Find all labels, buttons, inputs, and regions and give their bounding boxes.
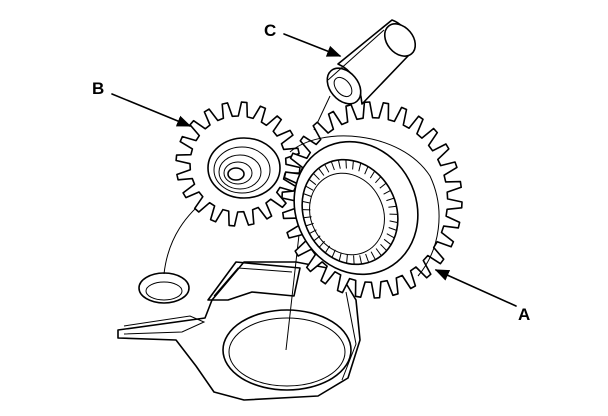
gear-a (281, 101, 463, 299)
drum-spline (338, 252, 342, 262)
drum-spline (345, 159, 347, 169)
drum-spline (383, 189, 391, 195)
callout-a: A (434, 269, 530, 324)
drum-spline (346, 254, 348, 264)
callout-c: C (264, 21, 342, 57)
drum-spline (383, 238, 392, 246)
drum-spline (312, 172, 320, 181)
case-large-bore (222, 309, 352, 391)
callout-label-a: A (518, 305, 530, 324)
callout-label-c: C (264, 21, 276, 40)
drum-spline (303, 193, 312, 197)
drum-spline (389, 220, 398, 224)
callout-label-b: B (92, 79, 104, 98)
callout-b: B (92, 79, 192, 127)
drum-spline (365, 253, 370, 263)
drum-spline (358, 162, 362, 172)
drum-spline (386, 197, 395, 202)
drum-spline (318, 168, 325, 176)
drum-spline (380, 243, 388, 252)
case-housing-outline (117, 261, 361, 401)
drum-spline (375, 176, 382, 184)
drum-spline (369, 170, 376, 179)
drum-spline (359, 255, 363, 265)
drum-spline (388, 227, 397, 231)
drum-spline (379, 182, 387, 189)
gear-b (175, 101, 301, 227)
drum-spline (305, 185, 314, 191)
drum-spline (352, 160, 354, 170)
drum-spline (302, 200, 311, 204)
callout-leader-b (111, 93, 192, 127)
drum-spline (370, 251, 376, 260)
drum-spline (330, 161, 335, 171)
drum-spline (386, 233, 395, 239)
drum-spline (324, 164, 330, 173)
drum-spline (353, 255, 355, 265)
shaft-c (326, 19, 417, 105)
drum-spline (364, 166, 369, 175)
drum-spline (375, 248, 382, 256)
drum-spline (388, 205, 397, 208)
callout-leader-c (283, 33, 342, 57)
drum-spline (337, 159, 341, 169)
drum-spline (331, 249, 336, 258)
drum-spline (308, 178, 317, 186)
callout-leader-a (434, 269, 517, 307)
